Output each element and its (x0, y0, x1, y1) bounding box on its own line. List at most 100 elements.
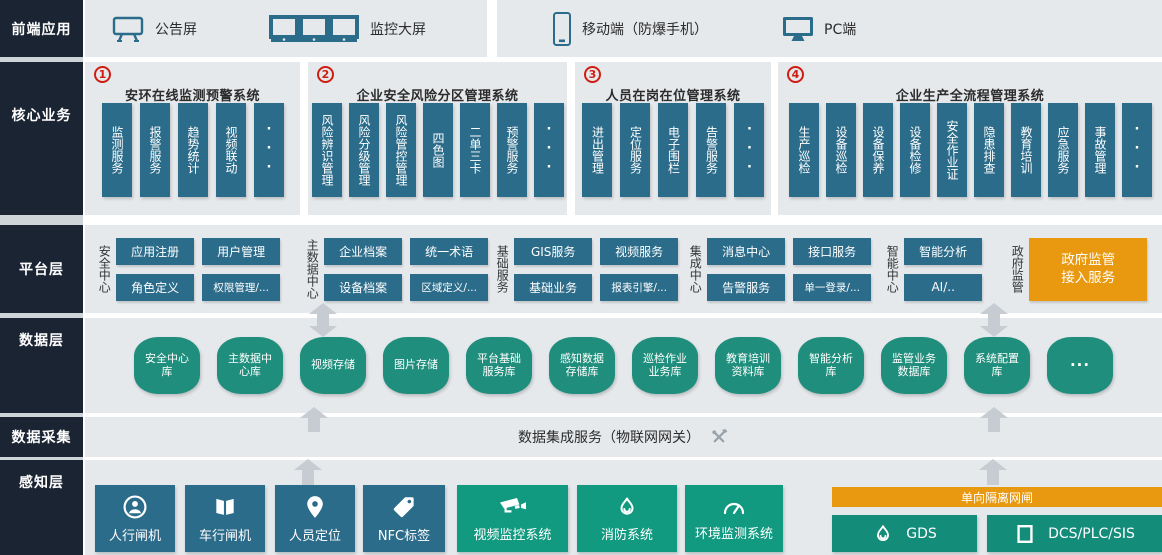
data-store: 主数据中心库 (217, 337, 283, 394)
frontend-item-label: PC端 (824, 21, 857, 38)
frontend-item: 监控大屏 (268, 0, 426, 57)
device-label: NFC标签 (377, 528, 431, 544)
platform-box: 接口服务 (793, 237, 872, 265)
module-row: 监测服务 报警服务 趋势统计 视频联动 ··· (85, 103, 300, 197)
gate-icon (212, 494, 238, 520)
platform-box: 用户管理 (202, 237, 281, 265)
one-way-isolation-bar: 单向隔离网闸 (832, 487, 1162, 507)
flow-arrow-up-perception-left (293, 459, 323, 485)
module-box-more: ··· (1121, 103, 1152, 197)
frontend-item-label: 监控大屏 (370, 21, 426, 38)
device-environment-monitoring: 环境监测系统 (685, 485, 783, 552)
layer-label-core: 核心业务 (0, 62, 83, 215)
layer-label-text: 前端应用 (11, 21, 72, 38)
platform-box: 企业档案 (324, 237, 403, 265)
platform-box: 单一登录/... (793, 273, 872, 301)
module-box: 生产巡检 (788, 103, 819, 197)
frontend-item: 公告屏 (111, 0, 197, 57)
module-box: 风险管控管理 (385, 103, 416, 197)
layer-label-collection: 数据采集 (0, 417, 83, 457)
device-label: 视频监控系统 (473, 527, 552, 543)
module-box: 四色图 (422, 103, 453, 197)
platform-box: 设备档案 (324, 273, 403, 301)
module-box-more: ··· (734, 103, 764, 197)
dcs-plc-sis-box: DCS/PLC/SIS (987, 515, 1162, 552)
system-title: 人员在岗在位管理系统 (605, 89, 741, 104)
data-store: 智能分析库 (798, 337, 864, 394)
module-box: 视频联动 (215, 103, 246, 197)
platform-box: 统一术语 (410, 237, 489, 265)
tag-icon (391, 494, 417, 520)
platform-box: 角色定义 (116, 273, 195, 301)
platform-grid: GIS服务 视频服务 基础业务 报表引擎/... (514, 237, 679, 301)
platform-box: 权限管理/... (202, 273, 281, 301)
frontend-panel-right: 移动端（防爆手机） PC端 (497, 0, 1162, 57)
layer-label-text: 数据采集 (11, 430, 72, 446)
device-personnel-location: 人员定位 (275, 485, 355, 552)
data-store: 图片存储 (383, 337, 449, 394)
platform-band: 安全中心 应用注册 用户管理 角色定义 权限管理/... 主数据中心 企业档案 … (85, 225, 1162, 313)
system-number-badge: 2 (317, 66, 334, 83)
platform-group-basic-services: 基础服务 GIS服务 视频服务 基础业务 报表引擎/... (495, 225, 679, 313)
platform-grid: 企业档案 统一术语 设备档案 区域定义/... (324, 237, 489, 301)
module-box: 安全作业证 (936, 103, 967, 197)
frontend-panel-left: 公告屏 监控大屏 (85, 0, 487, 57)
gds-box: GDS (832, 515, 977, 552)
frontend-item-label: 公告屏 (155, 21, 197, 38)
module-row: 进出管理 定位服务 电子围栏 告警服务 ··· (575, 103, 771, 197)
module-box: 趋势统计 (177, 103, 208, 197)
platform-box: 应用注册 (116, 237, 195, 265)
module-box: 定位服务 (620, 103, 650, 197)
flow-arrow-bidirectional-left (308, 303, 338, 337)
layer-label-text: 核心业务 (11, 108, 72, 124)
module-box: 风险辨识管理 (311, 103, 342, 197)
system-number-badge: 3 (584, 66, 601, 83)
system-number-badge: 1 (94, 66, 111, 83)
platform-group-label: 主数据中心 (305, 239, 320, 299)
module-box: 教育培训 (1010, 103, 1041, 197)
platform-group-label: 政府监管 (1010, 245, 1025, 293)
module-box: 报警服务 (139, 103, 170, 197)
data-store-more: ··· (1047, 337, 1113, 394)
module-box: 设备保养 (862, 103, 893, 197)
device-label: 人员定位 (288, 528, 341, 544)
frontend-item: 移动端（防爆手机） (552, 0, 708, 57)
tools-icon (709, 427, 729, 447)
system-title: 安环在线监测预警系统 (124, 89, 260, 104)
platform-box: GIS服务 (514, 237, 593, 265)
module-box-more: ··· (253, 103, 284, 197)
platform-group-security: 安全中心 应用注册 用户管理 角色定义 权限管理/... (97, 225, 281, 313)
device-nfc-tag: NFC标签 (363, 485, 445, 552)
platform-box: 区域定义/... (410, 273, 489, 301)
platform-group-label: 安全中心 (97, 245, 112, 293)
platform-group-label: 集成中心 (688, 245, 703, 293)
desktop-icon (782, 15, 814, 43)
system-number-badge: 4 (787, 66, 804, 83)
platform-box: 消息中心 (707, 237, 786, 265)
layer-label-text: 感知层 (19, 475, 64, 491)
government-access-box: 政府监管接入服务 (1029, 237, 1148, 301)
device-label: 车行闸机 (198, 528, 251, 544)
device-label: 人行闸机 (108, 528, 161, 544)
flame-icon (615, 495, 639, 519)
platform-group-label: 基础服务 (495, 245, 510, 293)
platform-grid: 智能分析 AI/.. (904, 237, 983, 301)
module-box-more: ··· (533, 103, 564, 197)
data-store: 系统配置库 (964, 337, 1030, 394)
layer-label-data: 数据层 (0, 318, 83, 413)
platform-grid: 消息中心 接口服务 告警服务 单一登录/... (707, 237, 872, 301)
platform-box: 告警服务 (707, 273, 786, 301)
platform-group-intelligence: 智能中心 智能分析 AI/.. (885, 225, 983, 313)
data-store: 巡检作业业务库 (632, 337, 698, 394)
flow-arrow-up-left (299, 407, 329, 432)
perception-band: 人行闸机 车行闸机 人员定位 NFC标签 视频监控系统 (85, 460, 1162, 555)
module-row: 生产巡检 设备巡检 设备保养 设备检修 安全作业证 隐患排查 教育培训 应急服务… (778, 103, 1162, 197)
module-box: 设备检修 (899, 103, 930, 197)
data-store: 教育培训资料库 (715, 337, 781, 394)
data-store: 视频存储 (300, 337, 366, 394)
module-box: 告警服务 (696, 103, 726, 197)
module-box: 风险分级管理 (348, 103, 379, 197)
frontend-item-label: 移动端（防爆手机） (582, 21, 708, 38)
flow-arrow-up-right (979, 407, 1009, 432)
